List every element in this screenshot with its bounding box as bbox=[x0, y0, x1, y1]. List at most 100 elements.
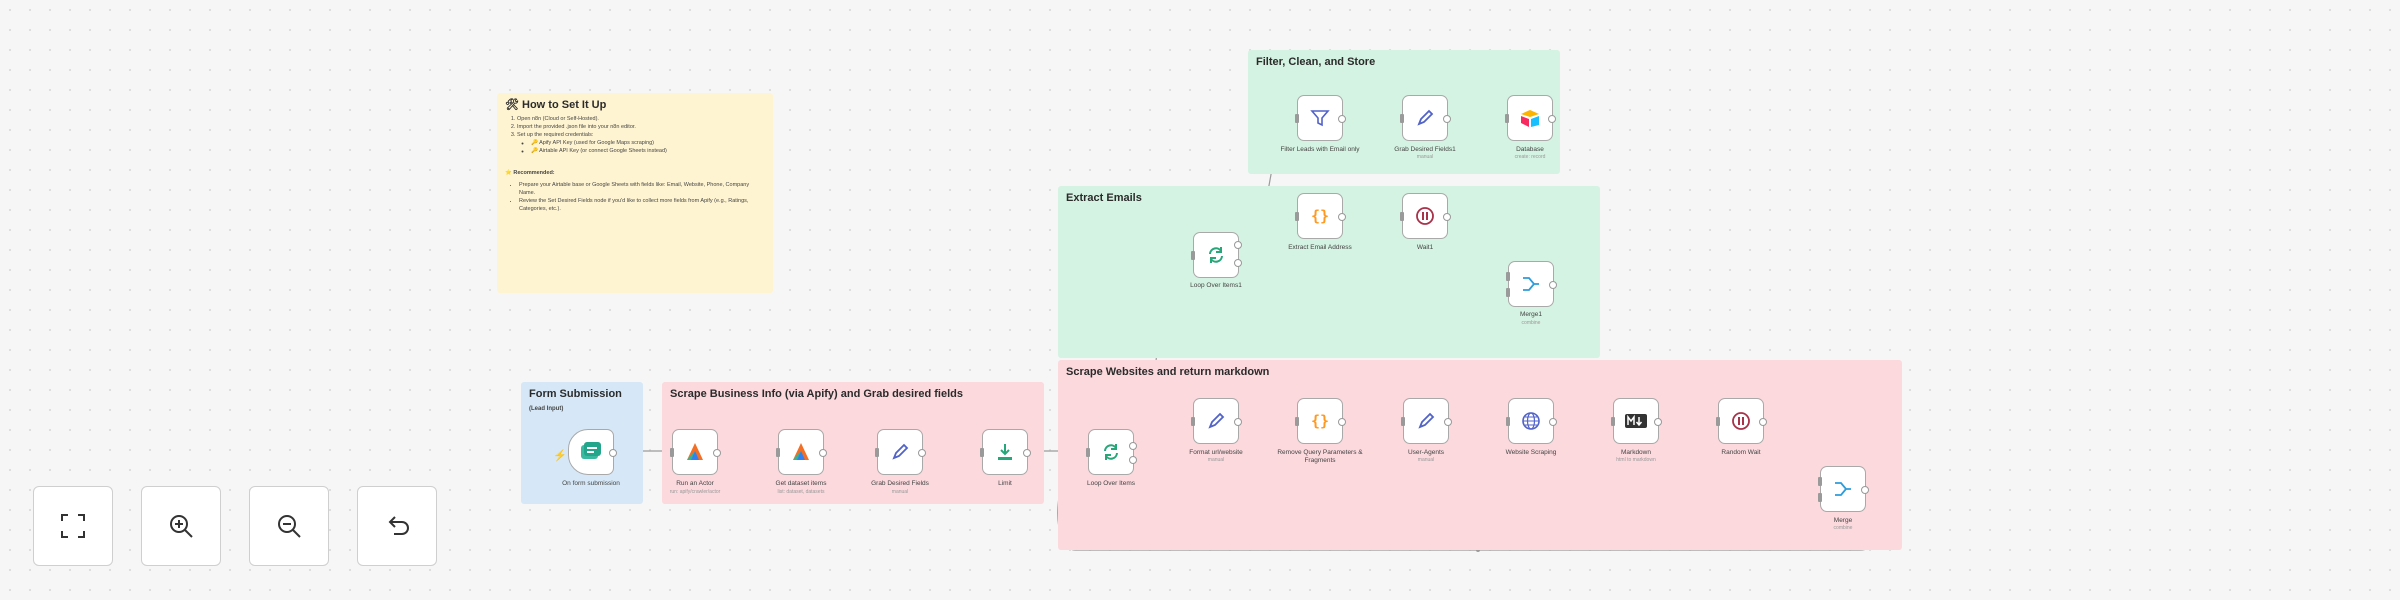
wait-icon bbox=[1416, 207, 1434, 225]
fit-view-icon bbox=[61, 514, 85, 538]
node-label: Markdown bbox=[1621, 449, 1651, 456]
node-format-url-website[interactable] bbox=[1191, 398, 1242, 444]
filter-icon bbox=[1310, 110, 1330, 127]
limit-icon bbox=[998, 444, 1012, 460]
airtable-icon bbox=[1521, 110, 1539, 127]
markdown-icon bbox=[1625, 414, 1647, 428]
node-label: Remove Query Parameters & Fragments bbox=[1277, 449, 1363, 464]
node-label: Grab Desired Fields bbox=[871, 480, 929, 487]
node-remove-query-parameters[interactable]: {} bbox=[1295, 398, 1346, 444]
node-sublabel: manual bbox=[1416, 154, 1434, 160]
node-label: Website Scraping bbox=[1505, 449, 1557, 456]
node-grab-desired-fields[interactable] bbox=[875, 429, 926, 475]
node-loop-over-items[interactable] bbox=[1086, 429, 1137, 475]
loop-icon bbox=[1209, 247, 1223, 263]
sticky-title: Form Submission bbox=[529, 388, 622, 400]
howto-steps: Open n8n (Cloud or Self-Hosted). Import … bbox=[505, 115, 765, 155]
node-website-scraping[interactable] bbox=[1506, 398, 1557, 444]
sticky-title: Extract Emails bbox=[1066, 192, 1142, 204]
node-label: Merge bbox=[1833, 517, 1853, 524]
trigger-bolt-icon: ⚡ bbox=[553, 450, 567, 462]
node-sublabel: combine bbox=[1833, 525, 1853, 531]
howto-recommended-title: ⭐ Recommended: bbox=[505, 170, 555, 176]
node-label: Random Wait bbox=[1721, 449, 1761, 456]
howto-step: Import the provided .json file into your… bbox=[517, 123, 765, 131]
node-merge[interactable] bbox=[1818, 466, 1869, 512]
node-sublabel: run: apify/crawler/actor bbox=[669, 489, 721, 495]
node-database[interactable] bbox=[1505, 95, 1556, 141]
node-label: Filter Leads with Email only bbox=[1280, 146, 1360, 153]
code-icon: {} bbox=[1311, 207, 1329, 225]
form-icon bbox=[581, 442, 601, 459]
howto-recommended-item: Prepare your Airtable base or Google She… bbox=[519, 181, 765, 197]
pencil-icon bbox=[1418, 412, 1435, 429]
node-sublabel: list: dataset, datasets bbox=[777, 489, 825, 495]
howto-step-text: Set up the required credentials: bbox=[517, 132, 594, 138]
node-sublabel: html to markdown bbox=[1616, 457, 1656, 463]
sticky-scrape-business[interactable]: Scrape Business Info (via Apify) and Gra… bbox=[662, 382, 1044, 504]
node-filter-leads[interactable] bbox=[1295, 95, 1346, 141]
pencil-icon bbox=[892, 443, 909, 460]
node-label: Limit bbox=[998, 480, 1012, 487]
fit-view-button[interactable] bbox=[33, 486, 113, 566]
code-icon: {} bbox=[1311, 412, 1329, 430]
zoom-out-button[interactable] bbox=[249, 486, 329, 566]
svg-text:{}: {} bbox=[1311, 412, 1329, 430]
node-label: Loop Over Items1 bbox=[1190, 282, 1242, 289]
node-label: Merge1 bbox=[1519, 311, 1543, 318]
apify-icon bbox=[793, 443, 809, 460]
svg-text:{}: {} bbox=[1311, 207, 1329, 225]
howto-recommended-item: Review the Set Desired Fields node if yo… bbox=[519, 197, 765, 213]
node-label: User-Agents bbox=[1407, 449, 1445, 456]
node-label: Database bbox=[1516, 146, 1544, 153]
node-wait1[interactable] bbox=[1400, 193, 1451, 239]
merge-icon bbox=[1835, 482, 1851, 496]
sticky-title: Filter, Clean, and Store bbox=[1256, 56, 1376, 68]
reset-zoom-icon bbox=[388, 516, 409, 535]
node-sublabel: combine bbox=[1521, 320, 1541, 326]
merge-icon bbox=[1523, 277, 1539, 291]
pencil-icon bbox=[1417, 109, 1434, 126]
howto-credential: 🔑 Apify API Key (used for Google Maps sc… bbox=[531, 139, 765, 147]
node-label: Format url/website bbox=[1189, 449, 1243, 456]
node-label: Wait1 bbox=[1416, 244, 1434, 251]
howto-credential: 🔑 Airtable API Key (or connect Google Sh… bbox=[531, 147, 765, 155]
node-label: Run an Actor bbox=[676, 480, 714, 487]
node-loop-over-items1[interactable] bbox=[1191, 232, 1242, 278]
node-label: On form submission bbox=[562, 480, 620, 487]
node-markdown[interactable] bbox=[1611, 398, 1662, 444]
node-get-dataset-items[interactable] bbox=[776, 429, 827, 475]
globe-icon bbox=[1522, 412, 1540, 430]
zoom-out-icon bbox=[278, 515, 301, 538]
loop-icon bbox=[1104, 444, 1118, 460]
sticky-title: Scrape Websites and return markdown bbox=[1066, 366, 1270, 378]
node-user-agents[interactable] bbox=[1401, 398, 1452, 444]
node-random-wait[interactable] bbox=[1716, 398, 1767, 444]
node-label: Extract Email Address bbox=[1288, 244, 1352, 251]
zoom-in-icon bbox=[170, 515, 193, 538]
node-label: Grab Desired Fields1 bbox=[1394, 146, 1456, 153]
node-sublabel: manual bbox=[1417, 457, 1435, 463]
wait-icon bbox=[1732, 412, 1750, 430]
node-merge1[interactable] bbox=[1506, 261, 1557, 307]
node-run-an-actor[interactable] bbox=[670, 429, 721, 475]
howto-step: Open n8n (Cloud or Self-Hosted). bbox=[517, 115, 765, 123]
node-sublabel: manual bbox=[891, 489, 909, 495]
node-sublabel: create: record bbox=[1514, 154, 1546, 160]
sticky-title: Scrape Business Info (via Apify) and Gra… bbox=[670, 388, 964, 400]
sticky-scrape-websites[interactable]: Scrape Websites and return markdown bbox=[1058, 360, 1902, 550]
node-label: Get dataset items bbox=[775, 480, 827, 487]
node-limit[interactable] bbox=[980, 429, 1031, 475]
node-grab-desired-fields1[interactable] bbox=[1400, 95, 1451, 141]
node-extract-email-address[interactable]: {} bbox=[1295, 193, 1346, 239]
pencil-icon bbox=[1208, 412, 1225, 429]
sticky-subtitle: (Lead Input) bbox=[529, 406, 564, 412]
zoom-in-button[interactable] bbox=[141, 486, 221, 566]
node-on-form-submission[interactable] bbox=[568, 429, 617, 475]
howto-title: 🛠 How to Set It Up bbox=[505, 99, 607, 111]
reset-zoom-button[interactable] bbox=[357, 486, 437, 566]
apify-icon bbox=[687, 443, 703, 460]
howto-step: Set up the required credentials: 🔑 Apify… bbox=[517, 131, 765, 155]
sticky-how-to-setup[interactable]: 🛠 How to Set It Up Open n8n (Cloud or Se… bbox=[497, 93, 773, 293]
node-label: Loop Over Items bbox=[1086, 480, 1136, 487]
